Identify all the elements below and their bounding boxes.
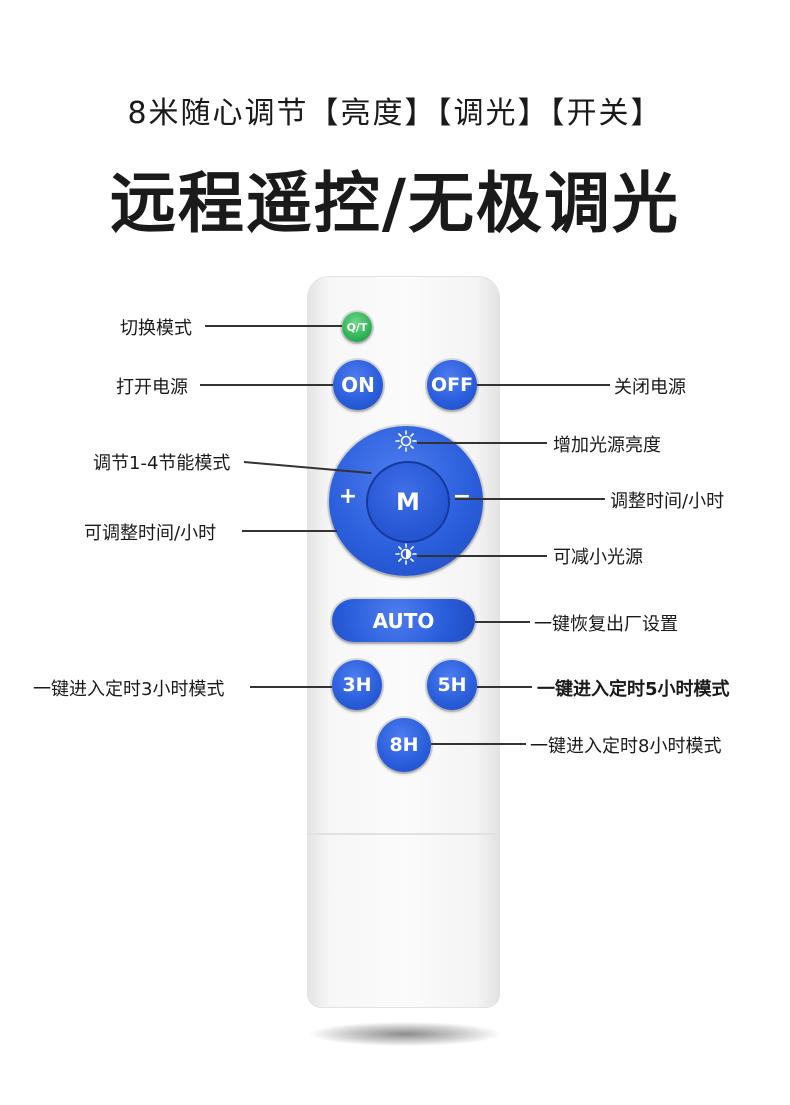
- label-switch-mode: 切换模式: [120, 318, 192, 339]
- leader-line-brightness-down: [417, 555, 547, 557]
- leader-line-timer-3h: [250, 686, 332, 688]
- label-timer-5h: 一键进入定时5小时模式: [537, 679, 730, 700]
- timer-8h-button[interactable]: 8H: [377, 718, 431, 772]
- leader-line-adjust-time-right: [455, 498, 605, 500]
- page-title: 远程遥控/无极调光: [109, 165, 681, 242]
- leader-line-timer-5h: [477, 686, 532, 688]
- sun-icon[interactable]: [395, 430, 417, 452]
- half-sun-icon[interactable]: [395, 543, 417, 565]
- leader-line-brightness-up: [417, 442, 547, 444]
- leader-line-power-off: [477, 384, 610, 386]
- off-button[interactable]: OFF: [427, 360, 477, 410]
- auto-button[interactable]: AUTO: [332, 599, 475, 642]
- label-adjust-time-right: 调整时间/小时: [610, 491, 725, 512]
- on-button[interactable]: ON: [333, 360, 383, 410]
- label-power-on: 打开电源: [116, 377, 188, 398]
- leader-line-power-on: [200, 384, 333, 386]
- label-timer-8h: 一键进入定时8小时模式: [530, 736, 722, 757]
- leader-line-factory-reset: [475, 621, 530, 623]
- qt-button[interactable]: Q/T: [342, 312, 372, 342]
- leader-line-adjust-time-left: [242, 530, 337, 532]
- subtitle: 8米随心调节【亮度】【调光】【开关】: [127, 96, 663, 131]
- label-adjust-mode: 调节1-4节能模式: [93, 453, 231, 474]
- leader-line-switch-mode: [205, 325, 342, 327]
- remote-seam: [307, 833, 500, 835]
- label-decrease-light: 可减小光源: [553, 547, 643, 568]
- remote-shadow: [310, 1022, 500, 1046]
- label-increase-brightness: 增加光源亮度: [553, 435, 661, 456]
- label-power-off: 关闭电源: [614, 377, 686, 398]
- leader-line-timer-8h: [431, 743, 526, 745]
- mode-button[interactable]: M: [366, 461, 450, 543]
- timer-3h-button[interactable]: 3H: [332, 660, 382, 710]
- label-adjust-time-left: 可调整时间/小时: [84, 523, 217, 544]
- label-factory-reset: 一键恢复出厂设置: [534, 614, 678, 635]
- label-timer-3h: 一键进入定时3小时模式: [33, 679, 225, 700]
- minus-button[interactable]: −: [452, 484, 472, 509]
- timer-5h-button[interactable]: 5H: [427, 660, 477, 710]
- plus-button[interactable]: +: [338, 484, 358, 509]
